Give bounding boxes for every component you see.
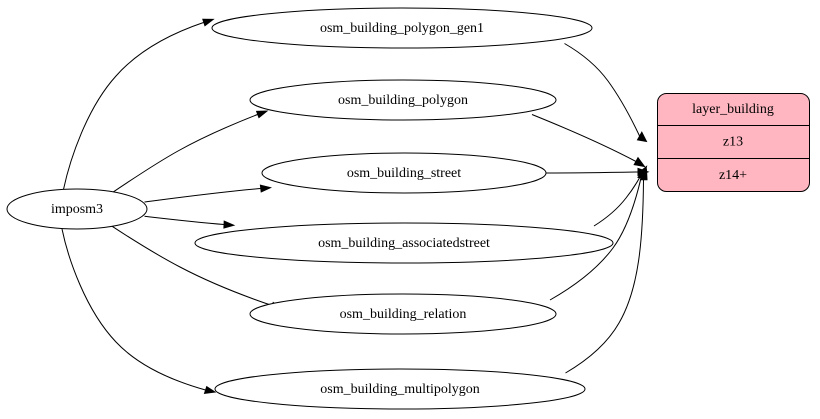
edge-imposm3-to-osm_building_multipolygon [61, 228, 217, 394]
edge-line [545, 171, 639, 174]
node-imposm3-shape[interactable] [6, 188, 148, 230]
edge-line [564, 43, 641, 139]
edge-osm_building_polygon_gen1-to-layer_building-z13 [564, 43, 648, 143]
node-osm_building_polygon-shape[interactable] [249, 79, 557, 121]
edge-line [111, 114, 258, 194]
edge-osm_building_street-to-layer_building-z14plus [545, 167, 650, 177]
node-osm_building_polygon[interactable]: osm_building_polygon [249, 79, 557, 121]
node-osm_building_polygon_gen1[interactable]: osm_building_polygon_gen1 [211, 7, 593, 49]
edge-arrowhead [636, 131, 648, 143]
edge-osm_building_multipolygon-to-layer_building-z14plus [565, 168, 648, 374]
record-row-layer_building-label: layer_building [692, 102, 774, 117]
node-osm_building_relation-label: osm_building_relation [340, 307, 467, 322]
record-row-z13-label: z13 [723, 135, 743, 150]
edge-osm_building_polygon-to-layer_building-z14plus [531, 114, 646, 168]
node-osm_building_associatedstreet-label: osm_building_associatedstreet [318, 236, 490, 251]
node-imposm3[interactable]: imposm3 [6, 188, 148, 230]
edge-line [549, 177, 642, 301]
node-osm_building_street-label: osm_building_street [347, 166, 461, 181]
node-layer_building[interactable]: layer_building z13 z14+ [657, 93, 810, 192]
edge-imposm3-to-osm_building_polygon_gen1 [63, 18, 215, 190]
record-row-z14plus-label: z14+ [719, 168, 747, 183]
edge-arrowhead [202, 18, 215, 27]
edge-line [565, 179, 644, 374]
edge-arrowhead [223, 220, 236, 229]
node-osm_building_associatedstreet-shape[interactable] [194, 222, 614, 264]
node-imposm3-label: imposm3 [51, 202, 103, 217]
node-osm_building_polygon_gen1-shape[interactable] [211, 7, 593, 49]
edge-imposm3-to-osm_building_associatedstreet [144, 215, 236, 229]
node-osm_building_polygon-label: osm_building_polygon [338, 93, 468, 108]
edge-arrowhead [203, 385, 217, 394]
node-osm_building_polygon_gen1-label: osm_building_polygon_gen1 [320, 21, 484, 36]
edge-line [144, 215, 225, 225]
node-osm_building_relation-shape[interactable] [249, 293, 557, 335]
edge-arrowhead [255, 110, 269, 119]
node-layer_building-shape[interactable] [657, 93, 810, 192]
node-osm_building_associatedstreet[interactable]: osm_building_associatedstreet [194, 222, 614, 264]
edge-arrowhead [633, 156, 646, 168]
edge-line [61, 228, 206, 391]
node-osm_building_street[interactable]: osm_building_street [261, 152, 547, 194]
edge-arrowhead [259, 184, 273, 193]
node-osm_building_multipolygon-label: osm_building_multipolygon [320, 382, 479, 397]
edge-arrowhead [639, 168, 648, 181]
node-osm_building_multipolygon-shape[interactable] [214, 368, 586, 410]
edge-group-tables-to-layer [531, 43, 650, 374]
edge-line [144, 188, 261, 203]
node-osm_building_relation[interactable]: osm_building_relation [249, 293, 557, 335]
edge-line [593, 174, 642, 227]
edge-line [63, 22, 204, 190]
edge-imposm3-to-osm_building_street [144, 184, 273, 203]
edge-line [110, 225, 273, 306]
edge-imposm3-to-osm_building_polygon [111, 110, 269, 194]
node-osm_building_multipolygon[interactable]: osm_building_multipolygon [214, 368, 586, 410]
node-osm_building_street-shape[interactable] [261, 152, 547, 194]
edge-line [531, 114, 637, 162]
